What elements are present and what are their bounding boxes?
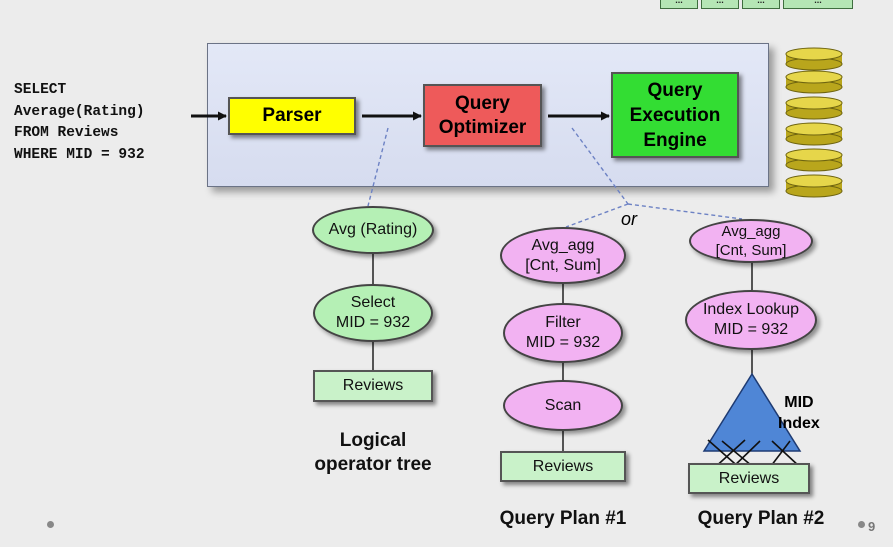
sql-line: SELECT — [14, 82, 67, 98]
engine-label-line: Query — [647, 79, 703, 101]
top-tab: ... — [742, 0, 780, 9]
dashed-optimizer-to-plans — [571, 127, 629, 205]
top-tab-strip: ... ... ... ... — [660, 0, 853, 10]
plan2-reviews-table: Reviews — [688, 463, 810, 494]
node-label: Select — [350, 294, 396, 311]
dashed-to-plan2 — [627, 203, 743, 220]
dashed-parser-to-logical-tree — [367, 127, 389, 207]
caption-line: Logical — [339, 430, 407, 451]
disk-stack-icon — [785, 96, 843, 120]
plan1-reviews-table: Reviews — [500, 451, 626, 482]
disk-stack-icon — [785, 148, 843, 172]
disk-stack-icon — [785, 70, 843, 94]
table-label: Reviews — [532, 457, 594, 475]
parser-box: Parser — [228, 97, 356, 135]
node-label: [Cnt, Sum] — [715, 242, 787, 259]
disk-stack-icon — [785, 47, 843, 71]
node-label: Index Lookup — [702, 301, 800, 318]
sql-line: FROM Reviews — [14, 125, 119, 141]
index-label-line: Index — [778, 415, 820, 432]
plan1-scan-node: Scan — [503, 380, 623, 431]
logical-tree-caption: Logical operator tree — [296, 429, 450, 477]
sql-line: WHERE MID = 932 — [14, 146, 145, 163]
optimizer-label-line: Optimizer — [438, 116, 527, 138]
dashed-to-plan1 — [565, 203, 629, 228]
sql-query: SELECT Average(Rating) FROM Reviews WHER… — [14, 80, 145, 166]
plan1-caption: Query Plan #1 — [499, 508, 627, 529]
logical-avg-node: Avg (Rating) — [312, 206, 434, 254]
node-label: Avg_agg — [721, 223, 781, 240]
disk-stack-icon — [785, 122, 843, 146]
optimizer-label-line: Query — [455, 92, 510, 114]
parser-label: Parser — [262, 105, 322, 126]
node-label: Filter — [545, 314, 581, 331]
node-label: Scan — [544, 396, 582, 414]
node-label: Avg_agg — [531, 236, 595, 254]
slide-bullet-dot — [47, 521, 54, 528]
engine-label-line: Engine — [643, 129, 707, 151]
caption-line: operator tree — [314, 454, 432, 475]
index-triangle-icon — [702, 372, 802, 452]
index-label-line: MID — [784, 394, 814, 411]
plan2-caption: Query Plan #2 — [697, 508, 825, 529]
table-label: Reviews — [342, 377, 404, 394]
page-number: 9 — [868, 519, 876, 534]
top-tab: ... — [701, 0, 739, 9]
sql-line: Average(Rating) — [14, 103, 145, 120]
mid-index-label: MID Index — [778, 392, 820, 434]
plan1-avg-agg-node: Avg_agg [Cnt, Sum] — [500, 227, 626, 284]
plan2-avg-agg-node: Avg_agg [Cnt, Sum] — [689, 219, 813, 263]
logical-reviews-table: Reviews — [313, 370, 433, 402]
node-label: MID = 932 — [335, 314, 411, 331]
node-label: Avg (Rating) — [328, 221, 418, 238]
node-label: MID = 932 — [713, 321, 789, 338]
table-label: Reviews — [718, 469, 780, 487]
engine-label-line: Execution — [629, 104, 721, 126]
disk-stack-icon — [785, 174, 843, 198]
node-label: MID = 932 — [525, 334, 601, 351]
node-label: [Cnt, Sum] — [525, 256, 601, 274]
top-tab: ... — [660, 0, 698, 9]
slide-bullet-dot — [858, 521, 865, 528]
or-label: or — [621, 209, 638, 229]
top-tab: ... — [783, 0, 853, 9]
